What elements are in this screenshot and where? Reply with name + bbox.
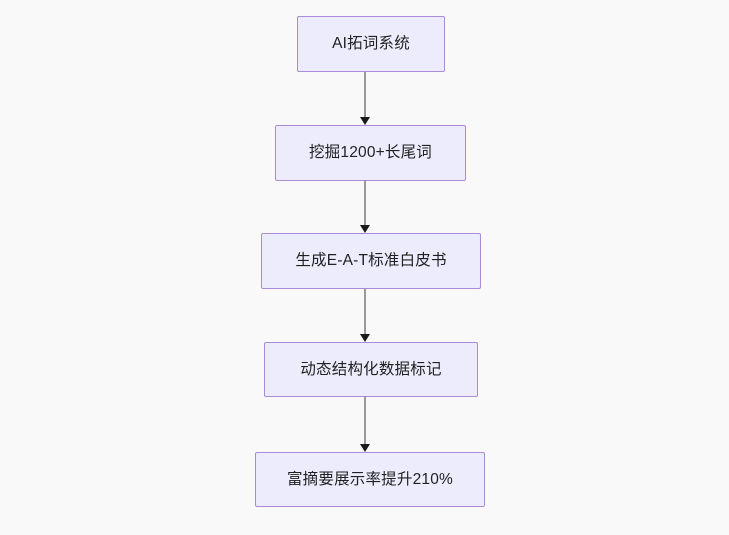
- flow-node-label: 挖掘1200+长尾词: [308, 144, 433, 162]
- flow-node-longtail-keywords[interactable]: 挖掘1200+长尾词: [275, 125, 466, 181]
- connector-arrow-2: [359, 181, 371, 233]
- connector-arrow-4: [359, 397, 371, 452]
- arrowhead-icon: [360, 334, 370, 342]
- flow-node-eat-whitepaper[interactable]: 生成E-A-T标准白皮书: [261, 233, 481, 289]
- flow-node-ai-keyword-system[interactable]: AI拓词系统: [297, 16, 445, 72]
- flow-node-label: 生成E-A-T标准白皮书: [295, 252, 447, 270]
- connector-line: [364, 72, 366, 118]
- connector-arrow-3: [359, 289, 371, 342]
- arrowhead-icon: [360, 117, 370, 125]
- arrowhead-icon: [360, 444, 370, 452]
- connector-arrow-1: [359, 72, 371, 125]
- flow-node-label: 富摘要展示率提升210%: [286, 470, 454, 488]
- flow-node-label: 动态结构化数据标记: [300, 360, 442, 378]
- arrowhead-icon: [360, 225, 370, 233]
- flow-node-structured-data-markup[interactable]: 动态结构化数据标记: [264, 342, 478, 397]
- flow-node-rich-snippet-result[interactable]: 富摘要展示率提升210%: [255, 452, 485, 507]
- connector-line: [364, 397, 366, 445]
- connector-line: [364, 289, 366, 335]
- connector-line: [364, 181, 366, 226]
- flow-node-label: AI拓词系统: [332, 35, 410, 53]
